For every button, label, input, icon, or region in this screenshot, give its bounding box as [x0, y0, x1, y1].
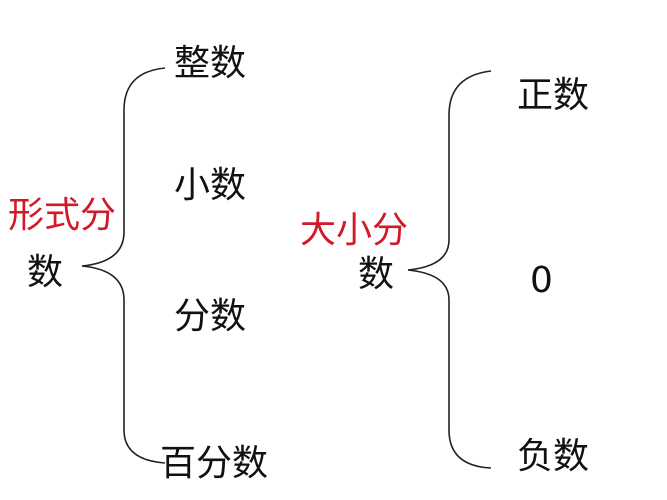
item-percentage: 百分数	[160, 443, 269, 484]
item-fraction: 分数	[174, 296, 247, 337]
item-integer: 整数	[174, 43, 247, 84]
right-category-label: 大小分	[300, 210, 409, 251]
left-brace	[81, 67, 166, 464]
item-negative: 负数	[517, 436, 590, 477]
item-decimal: 小数	[174, 165, 247, 206]
item-positive: 正数	[517, 75, 590, 116]
item-zero: 0	[530, 260, 553, 301]
right-brace	[407, 70, 492, 469]
left-category-label: 形式分	[8, 195, 117, 236]
right-category-label-suffix: 数	[358, 254, 395, 295]
left-category-label-suffix: 数	[27, 252, 64, 293]
